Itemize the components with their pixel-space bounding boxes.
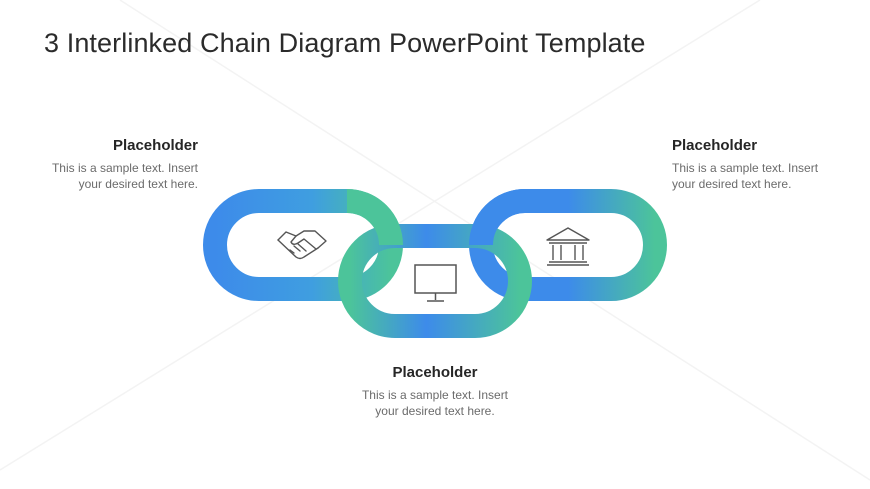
bank-icon <box>546 227 590 266</box>
description-center: This is a sample text. Insert your desir… <box>361 388 509 418</box>
heading-right: Placeholder <box>672 137 758 154</box>
heading-center: Placeholder <box>392 364 478 381</box>
chain-overlap-left <box>346 189 403 246</box>
text-block-left: Placeholder This is a sample text. Inser… <box>20 137 198 192</box>
description-right: This is a sample text. Insert your desir… <box>672 161 819 191</box>
chain-overlap-right <box>469 189 526 246</box>
slide-title: 3 Interlinked Chain Diagram PowerPoint T… <box>44 28 646 58</box>
handshake-icon <box>277 230 327 260</box>
heading-left: Placeholder <box>112 137 198 154</box>
description-left: This is a sample text. Insert your desir… <box>51 161 198 191</box>
monitor-icon <box>414 264 457 302</box>
chain-link-center <box>338 224 532 338</box>
text-block-center: Placeholder This is a sample text. Inser… <box>335 364 535 419</box>
text-block-right: Placeholder This is a sample text. Inser… <box>672 137 850 192</box>
